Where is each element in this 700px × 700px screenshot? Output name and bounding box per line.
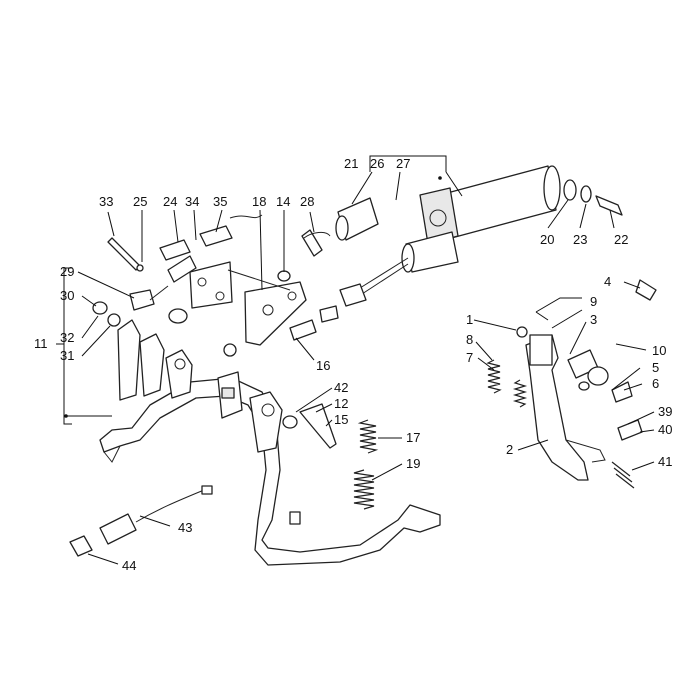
- label-27: 27: [396, 156, 410, 171]
- group-bracket-21: [369, 155, 463, 197]
- label-15: 15: [334, 412, 348, 427]
- springs: [353, 359, 635, 510]
- label-7: 7: [466, 350, 473, 365]
- label-5: 5: [652, 360, 659, 375]
- label-14: 14: [276, 194, 290, 209]
- side-stand: [525, 334, 606, 481]
- leader-lines: [77, 171, 655, 565]
- label-26: 26: [370, 156, 384, 171]
- label-41: 41: [658, 454, 672, 469]
- label-34: 34: [185, 194, 199, 209]
- bracket-plates: [189, 261, 307, 346]
- label-24: 24: [163, 194, 177, 209]
- end-washers-bolt: [563, 179, 623, 216]
- label-22: 22: [614, 232, 628, 247]
- label-9: 9: [590, 294, 597, 309]
- label-44: 44: [122, 558, 136, 573]
- small-fasteners: [92, 225, 657, 449]
- label-16: 16: [316, 358, 330, 373]
- cables-sensors: [69, 214, 331, 557]
- group-bracket-11: [56, 267, 112, 425]
- label-32: 32: [60, 330, 74, 345]
- label-30: 30: [60, 288, 74, 303]
- label-28: 28: [300, 194, 314, 209]
- label-31: 31: [60, 348, 74, 363]
- label-19: 19: [406, 456, 420, 471]
- label-21: 21: [344, 156, 358, 171]
- label-2: 2: [506, 442, 513, 457]
- label-6: 6: [652, 376, 659, 391]
- label-25: 25: [133, 194, 147, 209]
- label-1: 1: [466, 312, 473, 327]
- actuator-assembly: [335, 165, 561, 307]
- label-40: 40: [658, 422, 672, 437]
- center-stand: [99, 319, 441, 566]
- label-8: 8: [466, 332, 473, 347]
- label-33: 33: [99, 194, 113, 209]
- label-12: 12: [334, 396, 348, 411]
- label-4: 4: [604, 274, 611, 289]
- label-39: 39: [658, 404, 672, 419]
- label-42: 42: [334, 380, 348, 395]
- label-43: 43: [178, 520, 192, 535]
- label-11: 11: [34, 336, 48, 351]
- label-23: 23: [573, 232, 587, 247]
- label-29: 29: [60, 264, 74, 279]
- label-17: 17: [406, 430, 420, 445]
- label-20: 20: [540, 232, 554, 247]
- label-3: 3: [590, 312, 597, 327]
- label-35: 35: [213, 194, 227, 209]
- label-18: 18: [252, 194, 266, 209]
- label-10: 10: [652, 343, 666, 358]
- callout-labels: 33 25 24 34 35 18 14 28 21 26 27 20 23 2…: [34, 156, 672, 573]
- group-bracket-9: [535, 297, 583, 329]
